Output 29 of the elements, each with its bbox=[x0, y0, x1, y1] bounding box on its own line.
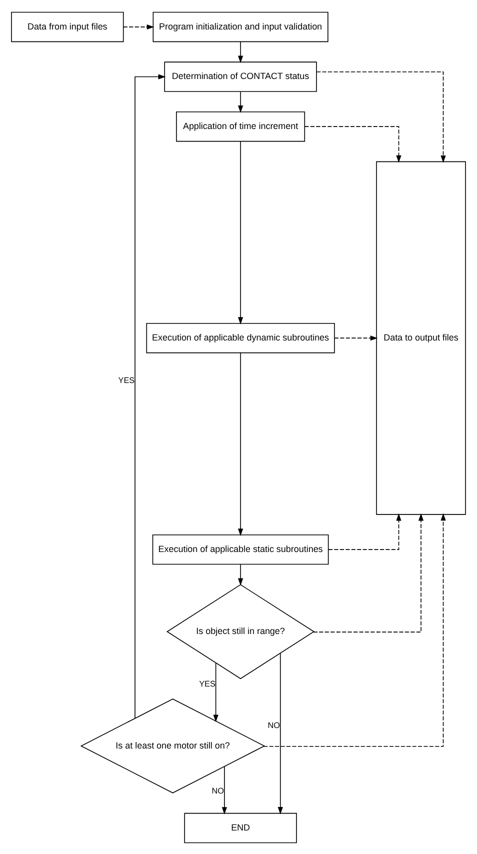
node-box: Data from input files bbox=[11, 11, 124, 42]
node-box: Data to output files bbox=[376, 160, 466, 514]
arrow bbox=[313, 512, 424, 632]
arrow bbox=[278, 652, 283, 814]
arrow bbox=[304, 126, 402, 162]
arrow bbox=[238, 352, 244, 536]
node-box: Execution of applicable static subroutines bbox=[152, 534, 329, 564]
node-box: Program initialization and input validation bbox=[152, 11, 328, 42]
node-box: END bbox=[184, 812, 297, 843]
node-box: Execution of applicable dynamic subroutines bbox=[146, 322, 335, 353]
edge-label: YES bbox=[199, 679, 216, 688]
arrow bbox=[238, 41, 244, 63]
arrow bbox=[134, 74, 166, 718]
arrow bbox=[213, 662, 218, 722]
arrow bbox=[238, 90, 244, 112]
arrow bbox=[238, 140, 244, 324]
arrow bbox=[334, 335, 378, 340]
edge-label: YES bbox=[118, 376, 135, 385]
arrow bbox=[316, 70, 446, 162]
arrow bbox=[122, 24, 154, 30]
node-diamond: Is object still in range? bbox=[166, 584, 315, 679]
node-box: Application of time increment bbox=[176, 110, 306, 142]
arrow bbox=[328, 512, 402, 550]
arrow bbox=[238, 564, 244, 586]
edge-label: NO bbox=[268, 720, 280, 730]
arrow bbox=[222, 766, 228, 814]
arrow bbox=[263, 512, 446, 746]
edge-label: NO bbox=[212, 786, 224, 796]
node-box: Determination of CONTACT status bbox=[164, 61, 317, 92]
